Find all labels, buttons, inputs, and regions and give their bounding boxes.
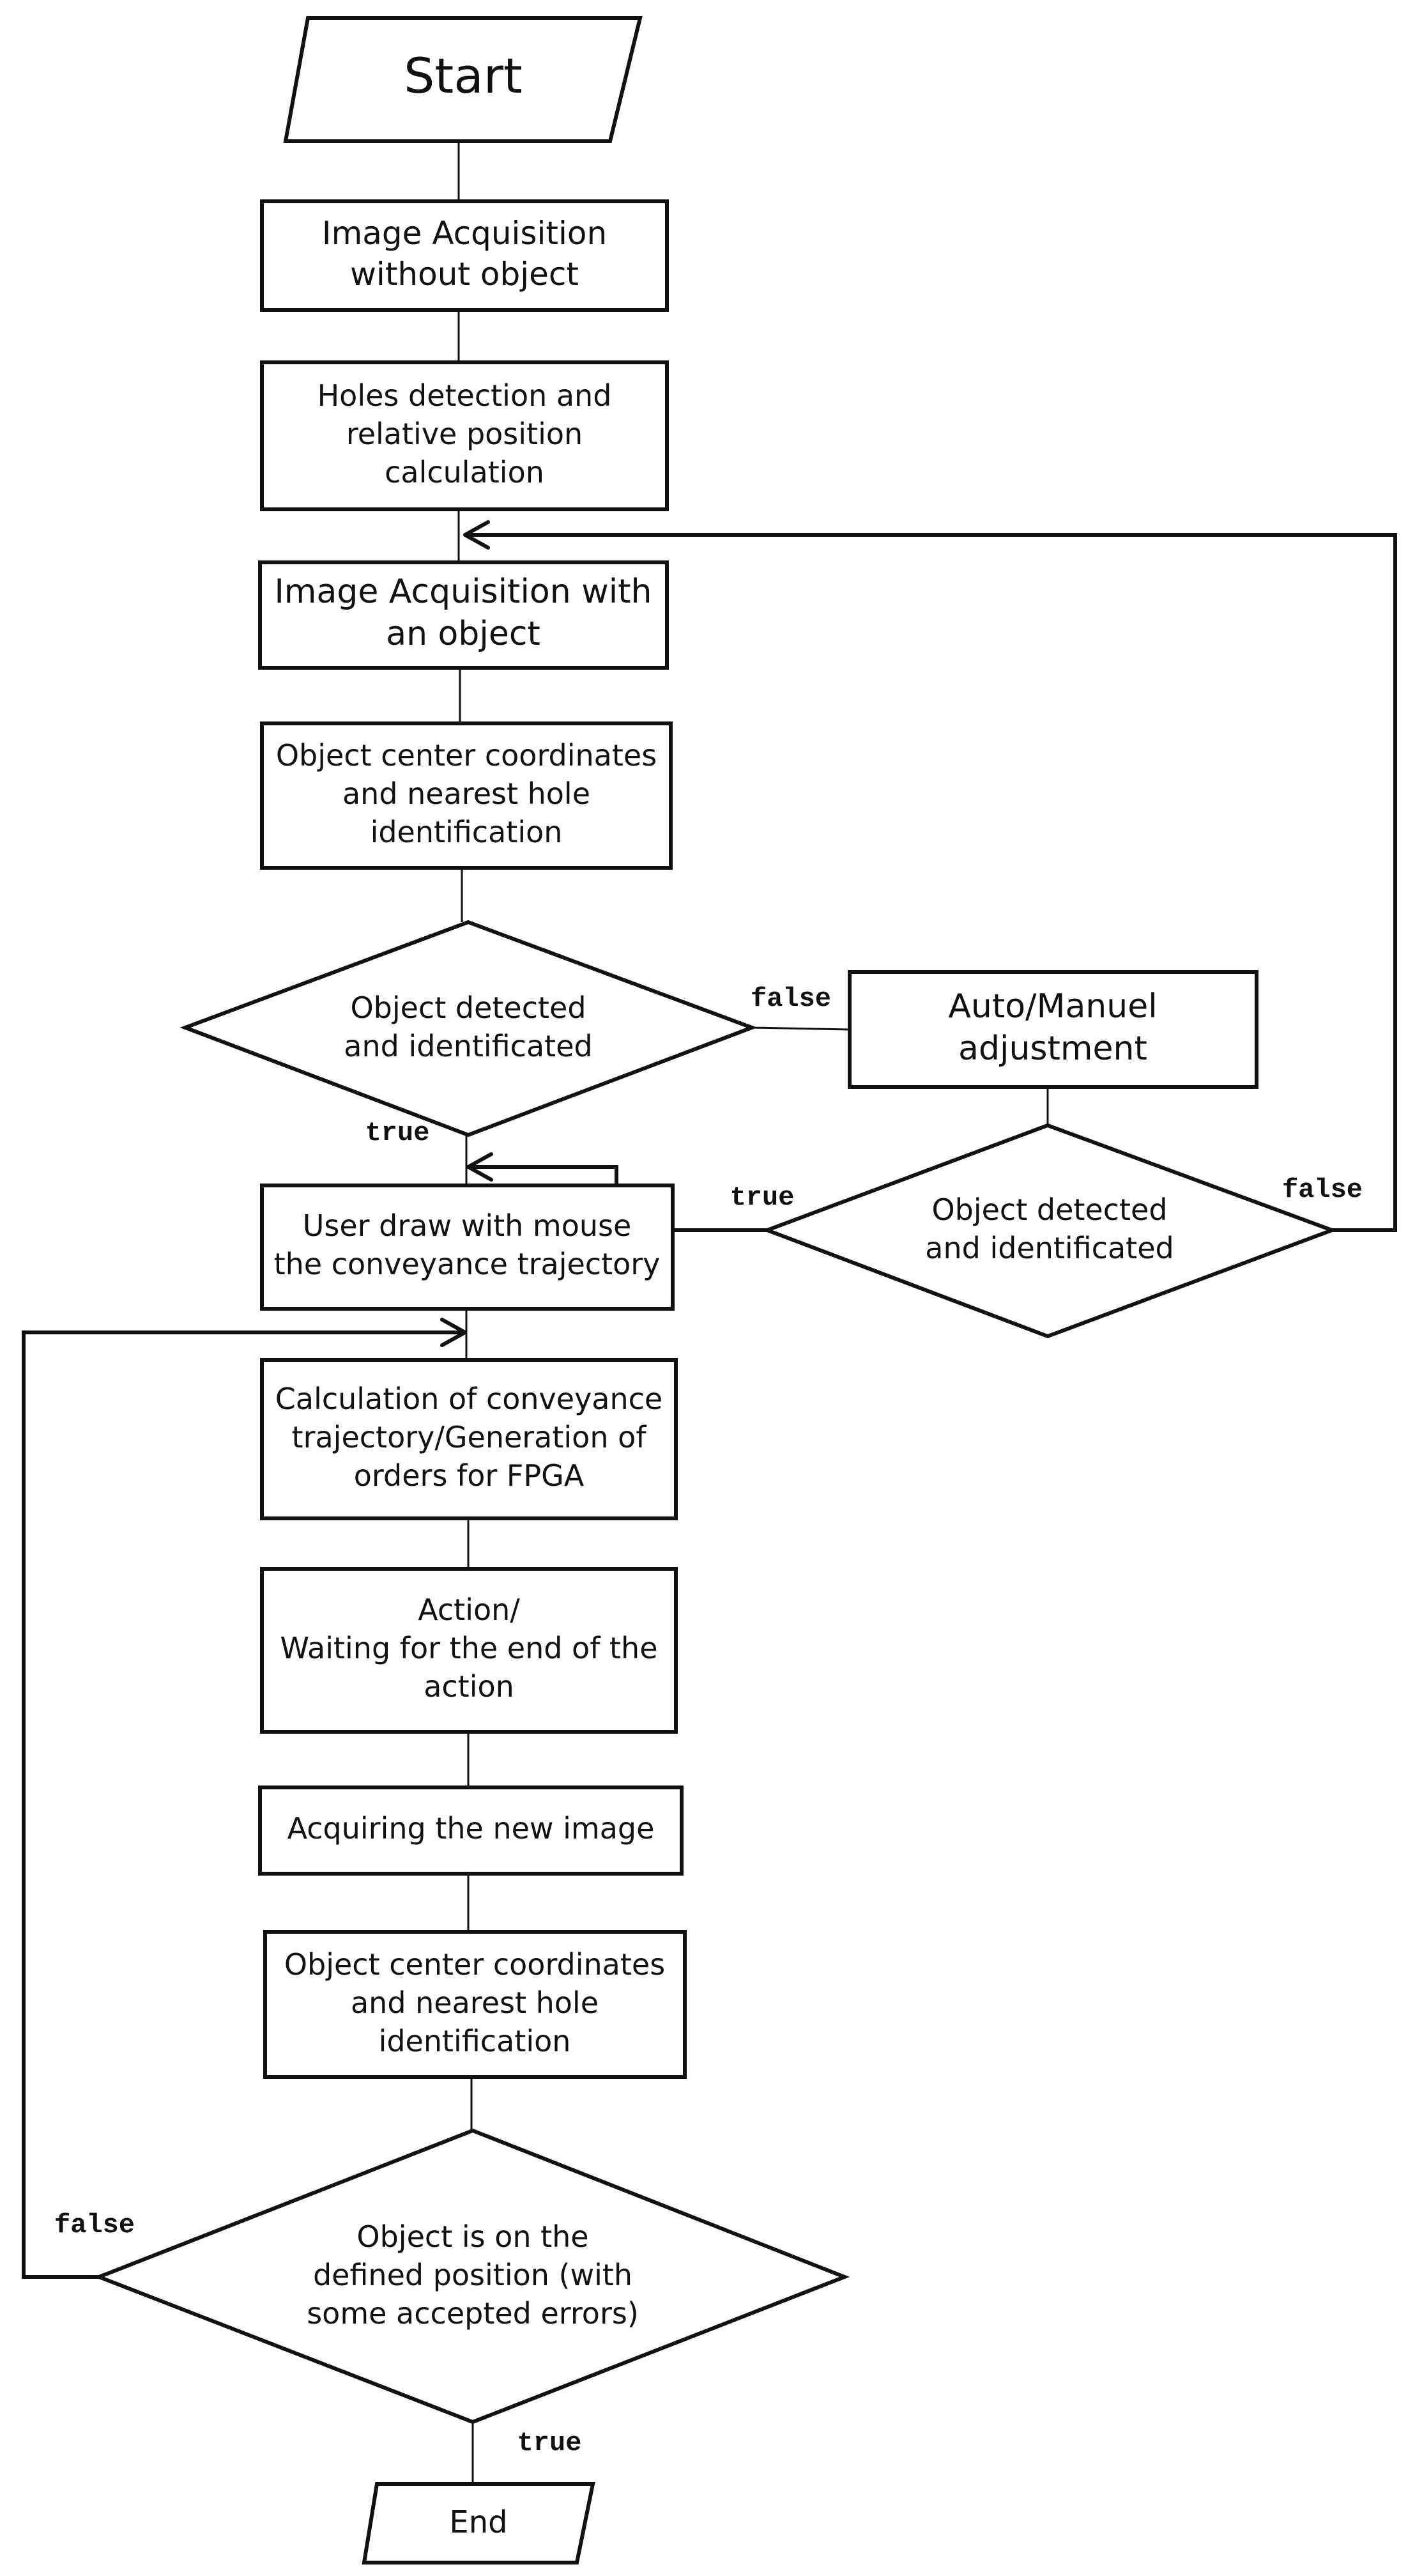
node-text-line: Holes detection and: [317, 378, 612, 413]
node-text-line: defined position (with: [313, 2258, 632, 2292]
decision-object-detected-2-text: Object detected and identificated: [925, 1192, 1174, 1265]
object-center-coordinates-2-text: Object center coordinates and nearest hol…: [284, 1947, 665, 2058]
end-terminal: End: [362, 2482, 595, 2564]
node-text-line: Acquiring the new image: [287, 1811, 655, 1846]
label-d1-false: false: [751, 983, 831, 1014]
node-text-line: calculation: [385, 455, 544, 490]
auto-manual-adjustment-text: Auto/Manuel adjustment: [948, 987, 1157, 1068]
process-user-draw: User draw with mouse the conveyance traje…: [260, 1184, 675, 1311]
image-acquisition-with-object-text: Image Acquisition with an object: [274, 573, 652, 653]
node-text-line: Object detected: [350, 991, 586, 1025]
process-image-acquisition-with-object: Image Acquisition with an object: [258, 560, 669, 670]
decision-object-detected-1: Object detected and identificated: [180, 920, 758, 1138]
decision-object-detected-1-text: Object detected and identificated: [344, 991, 592, 1063]
node-text-line: End: [449, 2504, 507, 2540]
node-text-line: trajectory/Generation of: [292, 1420, 648, 1454]
process-object-center-coordinates-2: Object center coordinates and nearest hol…: [263, 1930, 687, 2079]
node-text-line: the conveyance trajectory: [274, 1247, 661, 1281]
node-text-line: Object center coordinates: [276, 738, 657, 773]
action-text: Action/Waiting for the end of the action: [280, 1593, 657, 1704]
process-acquiring-new-image: Acquiring the new image: [258, 1785, 684, 1876]
acquiring-new-image-text: Acquiring the new image: [287, 1811, 655, 1846]
node-text-line: some accepted errors): [307, 2296, 639, 2331]
arrowhead-d2-true: [466, 1152, 493, 1182]
decision-object-detected-2: Object detected and identificated: [761, 1123, 1338, 1339]
label-d1-true: true: [365, 1118, 430, 1148]
arrowhead-d3-false: [440, 1318, 467, 1347]
process-auto-manual-adjustment: Auto/Manuel adjustment: [848, 970, 1258, 1089]
edge-d3-false-loop: [22, 1330, 465, 2279]
node-text-line: Start: [404, 47, 523, 104]
connectors: [22, 141, 1397, 2484]
node-text-line: Action/: [418, 1593, 520, 1627]
node-text-line: and identificated: [925, 1231, 1174, 1265]
decision-object-on-defined-position: Object is on the defined position (with so…: [93, 2128, 850, 2425]
node-text-line: Object detected: [931, 1192, 1167, 1227]
process-calculation: Calculation of conveyance trajectory/Gene…: [260, 1358, 678, 1520]
node-text-line: Object is on the: [356, 2219, 588, 2254]
user-draw-text: User draw with mouse the conveyance traje…: [274, 1208, 661, 1281]
calculation-text: Calculation of conveyance trajectory/Gene…: [275, 1382, 662, 1493]
process-image-acquisition-without-object: Image Acquisition without object: [260, 199, 669, 312]
node-text-line: orders for FPGA: [354, 1458, 585, 1493]
edge-d1-to-auto: [751, 1026, 850, 1031]
node-text-line: Calculation of conveyance: [275, 1382, 662, 1416]
holes-detection-text: Holes detection and relative position calc…: [317, 378, 612, 490]
node-text-line: and identificated: [344, 1029, 592, 1063]
label-d2-false: false: [1282, 1175, 1363, 1205]
node-text-line: User draw with mouse: [303, 1208, 632, 1243]
node-text-line: action: [424, 1669, 514, 1704]
label-d3-true: true: [517, 2428, 582, 2458]
node-text-line: relative position: [346, 417, 583, 451]
label-d3-false: false: [54, 2210, 135, 2241]
node-text-line: Object center coordinates: [284, 1947, 665, 1982]
end-text: End: [449, 2504, 507, 2540]
arrowhead-d2-false: [463, 520, 490, 550]
process-action: Action/Waiting for the end of the action: [260, 1567, 678, 1734]
node-text-line: identification: [371, 815, 563, 849]
edge-d2-false-loop: [465, 533, 1397, 1232]
node-text-line: adjustment: [958, 1030, 1147, 1068]
node-text-line: Waiting for the end of the: [280, 1631, 657, 1665]
decision-object-on-defined-position-text: Object is on the defined position (with so…: [307, 2219, 639, 2331]
node-text-line: Image Acquisition with: [274, 573, 652, 611]
node-text-line: an object: [386, 615, 540, 653]
node-text-line: without object: [350, 256, 579, 293]
process-holes-detection: Holes detection and relative position calc…: [260, 360, 669, 511]
start-text: Start: [404, 47, 523, 104]
node-text-line: and nearest hole: [342, 776, 590, 811]
edge-labels: false true true false false true: [54, 983, 1363, 2458]
label-d2-true: true: [730, 1182, 795, 1213]
start-terminal: Start: [283, 16, 643, 143]
node-text-line: identification: [379, 2024, 571, 2058]
node-text-line: Auto/Manuel: [948, 987, 1157, 1026]
node-text-line: and nearest hole: [351, 1986, 599, 2020]
image-acquisition-without-object-text: Image Acquisition without object: [322, 215, 607, 293]
node-text-line: Image Acquisition: [322, 215, 607, 252]
